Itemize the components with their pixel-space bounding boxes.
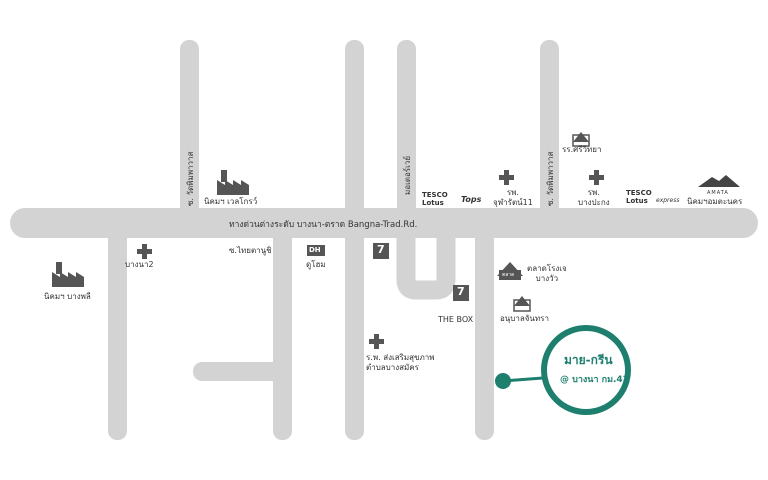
school-icon-kindergarten: [513, 296, 531, 312]
pin-dot: [495, 373, 511, 389]
road-branch: [193, 362, 288, 381]
road-label-bangna-trad: ทางด่วนต่างระดับ บางนา-ตราด Bangna-Trad.…: [229, 220, 418, 230]
label-soi-thai: ซ.ไทยตานูชิ: [229, 246, 272, 255]
hospital-icon-bangpakong: [589, 170, 604, 185]
road-label-motorway: มอเตอร์เวย์: [403, 155, 412, 195]
label-bangna2: บางนา2: [125, 260, 154, 269]
label-nikom-amata: นิคมฯอมตะนคร: [687, 197, 743, 206]
hospital-icon-chulaharat: [499, 170, 514, 185]
road-box: [475, 220, 494, 440]
label-market: ตลาดโรงเจ บางวัว: [527, 264, 567, 283]
road-center-left: [345, 40, 364, 440]
road-wat-phraya-right: [540, 40, 559, 220]
hospital-icon-songserm: [369, 334, 384, 349]
factory-icon-bangplee: [52, 262, 84, 287]
label-hospital-chulaharat: รพ. จุฬารัตน์11: [493, 188, 533, 207]
label-amata-logo: AMATA: [707, 190, 729, 196]
school-icon-sriwittaya: [572, 132, 590, 147]
amata-icon: [698, 175, 740, 187]
destination-name: มาย-กรีน: [564, 353, 613, 367]
road-wat-phraya-left: [180, 40, 199, 220]
label-nikom-bangplee: นิคมฯ บางพลี: [44, 292, 91, 301]
label-kindergarten: อนุบาลจันทรา: [500, 314, 549, 323]
label-school-sriwittaya: รร.ศรีวิทยา: [562, 145, 602, 154]
road-bangna-trad: [10, 208, 758, 238]
tops-logo: Tops: [461, 195, 482, 204]
road-uturn: [396, 215, 456, 300]
seven-eleven-logo-1: 7: [377, 243, 385, 256]
label-dohome: ดูโฮม: [306, 260, 326, 269]
dohome-logo-text: DH: [309, 246, 321, 254]
seven-eleven-box-1: [373, 243, 389, 259]
road-soi-thai: [273, 220, 292, 440]
destination-circle: [541, 325, 631, 415]
market-icon: [497, 262, 523, 280]
label-tesco-express-sub: express: [656, 197, 680, 204]
seven-eleven-logo-2: 7: [457, 285, 465, 298]
market-logo-text: ตลาด: [502, 272, 515, 278]
road-label-wat-phraya-right: ซ. วัดพิมพาวาส: [546, 151, 555, 206]
tesco-express-logo: TESCO Lotus: [626, 189, 652, 205]
destination-sub: @ บางนา กม.42: [560, 375, 629, 385]
factory-icon-wellgrow: [217, 170, 249, 195]
dohome-logo-box: [307, 245, 325, 256]
seven-eleven-box-2: [453, 285, 469, 301]
hospital-icon-bangna2: [137, 244, 152, 259]
tesco-lotus-logo: TESCO Lotus: [422, 191, 448, 207]
label-nikom-wellgrow: นิคมฯ เวลโกรว์: [204, 197, 258, 206]
road-motorway: [397, 40, 416, 220]
road-label-wat-phraya-left: ซ. วัดพิมพาวาส: [186, 151, 195, 206]
label-hospital-songserm: ร.พ. ส่งเสริมสุขภาพ ตำบลบางสมัคร: [366, 353, 435, 372]
road-left-south: [108, 220, 127, 440]
label-the-box: THE BOX: [438, 315, 474, 324]
label-hospital-bangpakong: รพ. บางปะกง: [578, 188, 610, 207]
